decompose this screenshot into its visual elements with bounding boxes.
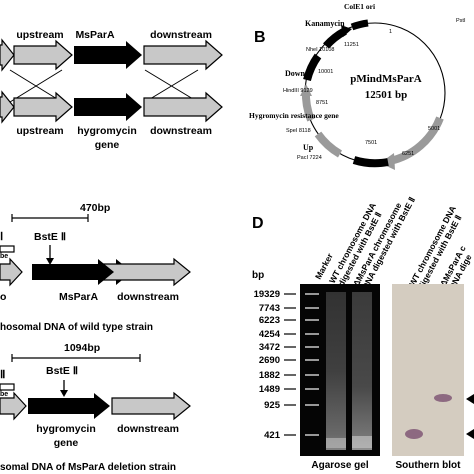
hyg-arrowhead (300, 84, 312, 96)
top-downstream-label: downstream (150, 29, 212, 41)
southern-caption: Southern blot (396, 460, 462, 471)
top-downstream-arrow (143, 39, 223, 71)
wt-size-label: 470bp (80, 202, 110, 214)
plasmid-gray-arc (389, 116, 444, 165)
hyg-label: Hygromycin resistance gene (249, 111, 339, 120)
ladder-7743: 7743 (259, 303, 280, 314)
wt-down-label: downstream (117, 291, 179, 303)
ladder-6223: 6223 (259, 315, 280, 326)
panel-a: upstream MsParA downstream upstream hygr… (0, 29, 223, 151)
agarose-caption: Agarose gel (311, 460, 368, 471)
kan-arrowhead (341, 25, 352, 37)
nhe-label: NheI 10108 (306, 47, 334, 53)
ladder-1489: 1489 (259, 384, 280, 395)
n7501-label: 7501 (365, 140, 377, 146)
mut-probe-box (0, 383, 15, 391)
ladder-421: 421 (264, 430, 281, 441)
n5001-label: 5001 (428, 126, 440, 132)
mut-probe-label: be (0, 391, 8, 398)
kanamycin-label: Kanamycin (305, 19, 345, 28)
mut-digest-lane (352, 292, 372, 450)
mut-size-label: 1094bp (64, 342, 100, 354)
wt-left-arrow (0, 257, 23, 287)
panel-b-letter: B (254, 29, 266, 46)
mut-left-arrow (0, 391, 27, 421)
cole1-label: ColE1 ori (344, 2, 375, 11)
pac-label: PacI 7224 (297, 155, 322, 161)
top-msparA-arrow (74, 41, 142, 69)
mut-roman: Ⅱ (0, 369, 5, 381)
up-label: Up (303, 143, 314, 152)
mut-downstream-arrow (111, 391, 191, 421)
bottom-upstream-arrow (13, 91, 73, 123)
ladder-1882: 1882 (259, 370, 280, 381)
mut-hyg-arrow (28, 393, 110, 419)
ladder-4254: 4254 (259, 329, 281, 340)
mut-gene2-label: gene (54, 437, 79, 449)
down-label: Down (285, 69, 306, 78)
plasmid-cole1-arc (350, 19, 369, 31)
panel-d-letter: D (252, 215, 264, 232)
wt-roman: Ⅰ (0, 231, 3, 243)
wt-probe-box (0, 245, 15, 253)
top-msparA-label: MsParA (75, 29, 115, 41)
n10001-label: 10001 (318, 69, 333, 75)
bottom-downstream-label: downstream (150, 125, 212, 137)
pst-label: PstI (456, 18, 466, 24)
bottom-gene-label: gene (95, 139, 120, 151)
mut-down-label: downstream (117, 423, 179, 435)
ladder-19329: 19329 (254, 289, 280, 300)
plasmid-up-arc (314, 131, 343, 158)
wt-probe-label: be (0, 253, 8, 260)
n1-label: 1 (389, 29, 392, 35)
top-left-partial-arrow (0, 38, 15, 72)
ladder-925: 925 (264, 400, 281, 411)
bottom-hygromycin-arrow (74, 93, 142, 121)
wt-frag-label: o (0, 291, 6, 303)
wt-caption: hosomal DNA of wild type strain (0, 322, 153, 333)
arrow-421-band (466, 429, 474, 439)
bottom-hygromycin-label: hygromycin (77, 125, 137, 137)
arrow-925-band (466, 394, 474, 404)
wt-bst-label: BstE Ⅱ (34, 231, 66, 243)
mut-gene1-label: hygromycin (36, 423, 96, 435)
plasmid-name: pMindMsParA (350, 73, 422, 85)
bottom-left-partial-arrow (0, 90, 15, 124)
n11251-label: 11251 (344, 42, 359, 48)
bottom-downstream-arrow (143, 91, 223, 123)
ladder-2690: 2690 (259, 355, 280, 366)
wt-gene-label: MsParA (59, 291, 99, 303)
plasmid-down-arc (303, 53, 322, 82)
panel-b: B ColE1 ori Kanamycin PstI NheI 10108 11… (249, 2, 466, 170)
sb-wt-band (405, 429, 423, 439)
bp-label: bp (252, 270, 264, 281)
panel-d: D bp Marker WT chromosome DNA digested w… (252, 195, 474, 471)
bottom-upstream-label: upstream (16, 125, 63, 137)
plasmid-black-arc-bottom (352, 156, 389, 168)
ladder-3472: 3472 (259, 342, 280, 353)
top-upstream-label: upstream (16, 29, 63, 41)
top-upstream-arrow (13, 39, 73, 71)
panel-c: 470bp Ⅰ be BstE Ⅱ o MsParA downstream ho… (0, 202, 191, 473)
plasmid-kan-arc (323, 27, 348, 49)
hind-label: HindIII 9129 (283, 88, 313, 94)
n6251-label: 6251 (402, 151, 414, 157)
mut-bst-label: BstE Ⅱ (46, 365, 78, 377)
spe-label: SpeI 8118 (286, 128, 311, 134)
wt-digest-lane (326, 292, 346, 450)
sb-mut-band (434, 394, 452, 402)
plasmid-size: 12501 bp (365, 89, 408, 101)
wt-downstream-arrow (99, 257, 191, 287)
mut-caption: somal DNA of MsParA deletion strain (0, 462, 176, 473)
n8751-label: 8751 (316, 100, 328, 106)
